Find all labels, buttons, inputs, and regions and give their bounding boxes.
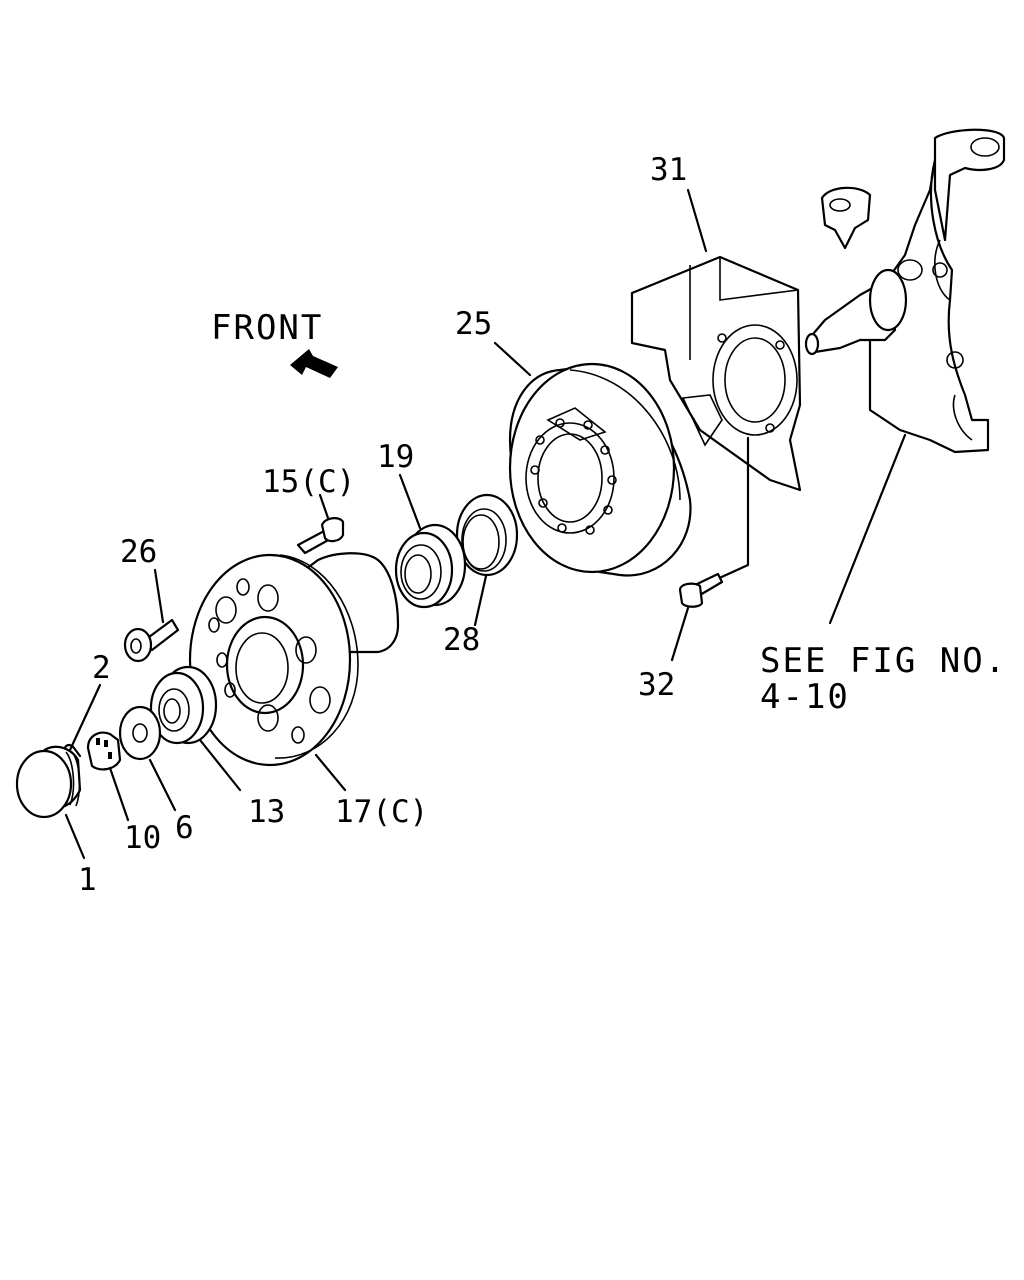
callout-28: 28 <box>443 622 480 658</box>
shield-bolt: 32 <box>638 436 750 703</box>
callout-19: 19 <box>377 439 414 475</box>
see-fig-line2: 4-10 <box>760 677 850 717</box>
steering-knuckle: SEE FIG NO. 4-10 <box>760 128 1007 717</box>
callout-31: 31 <box>650 152 687 188</box>
inner-bearing: 19 <box>377 439 467 609</box>
hub-stud: 15(C) <box>262 464 355 555</box>
callout-13: 13 <box>248 794 285 830</box>
wheel-hub: 17(C) <box>188 552 428 830</box>
washer: 6 <box>118 705 194 846</box>
callout-15: 15(C) <box>262 464 355 500</box>
callout-17: 17(C) <box>335 794 428 830</box>
outer-bearing: 13 <box>149 665 285 830</box>
callout-32: 32 <box>638 667 675 703</box>
front-label: FRONT <box>211 308 323 348</box>
hub-cap: 1 <box>15 745 97 898</box>
callout-6: 6 <box>175 810 194 846</box>
front-indicator: FRONT <box>211 308 338 378</box>
callout-26: 26 <box>120 534 157 570</box>
dust-shield: 31 <box>630 152 802 492</box>
wheel-bolt: 26 <box>120 534 180 663</box>
callout-1: 1 <box>78 862 97 898</box>
see-fig-line1: SEE FIG NO. <box>760 641 1007 681</box>
callout-2: 2 <box>92 650 111 686</box>
callout-25: 25 <box>455 306 492 342</box>
callout-10: 10 <box>124 820 161 856</box>
brake-disc: 25 <box>455 306 692 577</box>
castle-nut: 10 <box>86 731 161 856</box>
front-arrow-icon <box>290 349 338 378</box>
bearing-race: 28 <box>443 493 519 658</box>
